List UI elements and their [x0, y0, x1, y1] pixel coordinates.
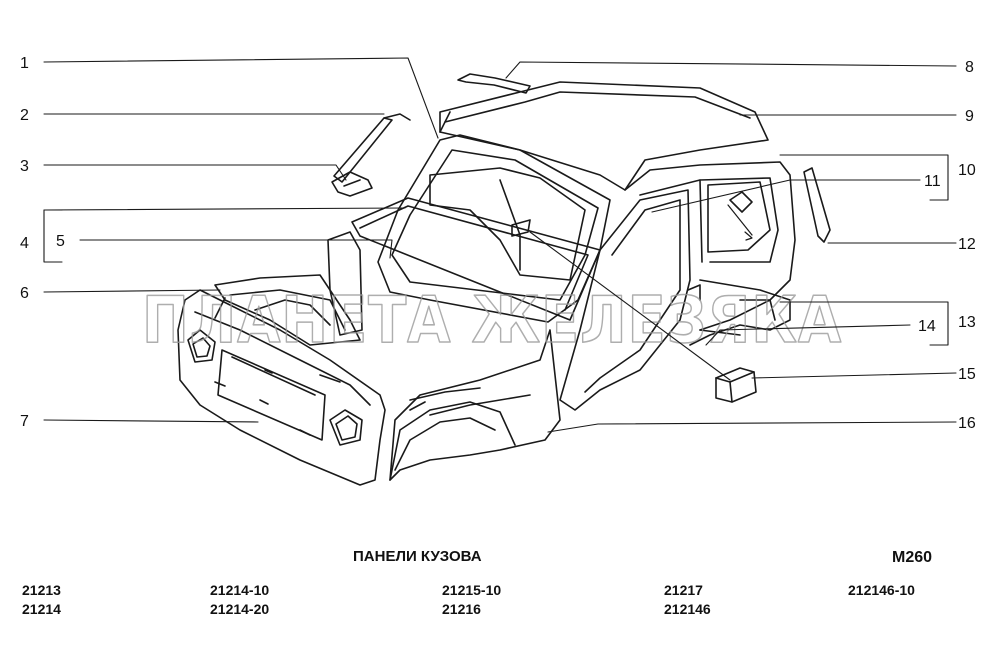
model-code: 21214-20 — [210, 601, 270, 617]
callout-numbers: 1 2 3 4 5 6 7 8 9 10 11 12 13 14 15 16 — [20, 55, 976, 432]
callout-14: 14 — [918, 318, 936, 335]
callout-1: 1 — [20, 55, 29, 72]
callout-7: 7 — [20, 413, 29, 430]
model-code: 21217 — [664, 582, 703, 598]
model-code: 21214 — [22, 601, 61, 617]
callout-4: 4 — [20, 235, 29, 252]
callout-10: 10 — [958, 162, 976, 179]
diagram-code: М260 — [892, 549, 933, 566]
callout-8: 8 — [965, 59, 974, 76]
model-code: 212146 — [664, 601, 711, 617]
model-code: 21215-10 — [442, 582, 502, 598]
watermark: ПЛАНЕТА ЖЕЛЕЗЯКА — [142, 284, 842, 358]
leader-lines — [43, 57, 957, 433]
callout-16: 16 — [958, 415, 976, 432]
callout-15: 15 — [958, 366, 976, 383]
model-code: 21214-10 — [210, 582, 270, 598]
body-panels-diagram: ПЛАНЕТА ЖЕЛЕЗЯКА — [20, 55, 976, 486]
callout-9: 9 — [965, 108, 974, 125]
callout-3: 3 — [20, 158, 29, 175]
callout-13: 13 — [958, 314, 976, 331]
diagram-title: ПАНЕЛИ КУЗОВА — [353, 548, 482, 565]
callout-12: 12 — [958, 236, 976, 253]
callout-11: 11 — [924, 173, 941, 190]
callout-6: 6 — [20, 285, 29, 302]
callout-2: 2 — [20, 107, 29, 124]
model-code: 212146-10 — [848, 582, 915, 598]
mount-bracket-part — [715, 367, 757, 403]
model-code: 21216 — [442, 601, 481, 617]
car-body-drawing — [177, 73, 831, 486]
model-code: 21213 — [22, 582, 61, 598]
callout-5: 5 — [56, 233, 65, 250]
